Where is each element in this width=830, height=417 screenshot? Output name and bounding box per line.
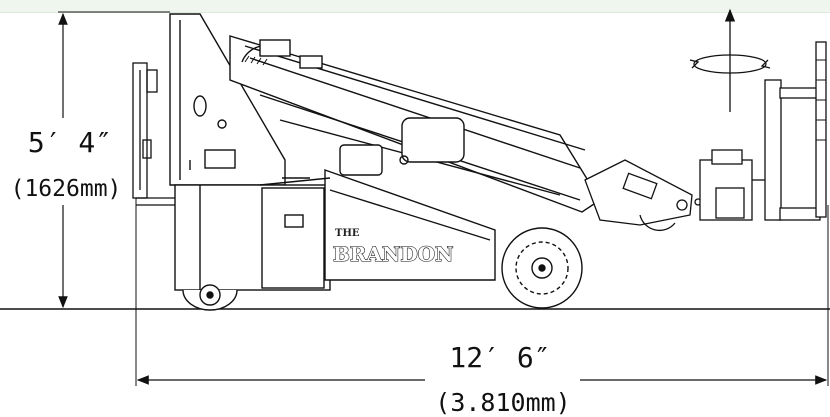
- length-mm-label: (3.810mm): [435, 388, 570, 417]
- boom: [229, 35, 601, 213]
- height-mm-label: (1626mm): [11, 176, 122, 202]
- brand-prefix: THE: [335, 228, 360, 239]
- top-band: [0, 0, 830, 13]
- tower: [169, 13, 286, 186]
- length-feet-label: 12′ 6″: [449, 341, 550, 374]
- rotation-arrow-icon: [689, 8, 771, 112]
- height-dimension-line: [58, 11, 170, 309]
- rear-wheel: [182, 284, 238, 311]
- jib-attachment: [584, 41, 827, 232]
- length-dimension-line: [135, 196, 829, 386]
- front-wheel: [501, 227, 583, 309]
- chassis: [174, 169, 496, 291]
- height-feet-label: 5′ 4″: [28, 126, 112, 159]
- brand-name: BRANDON: [333, 242, 453, 266]
- rear-platform: [132, 62, 190, 206]
